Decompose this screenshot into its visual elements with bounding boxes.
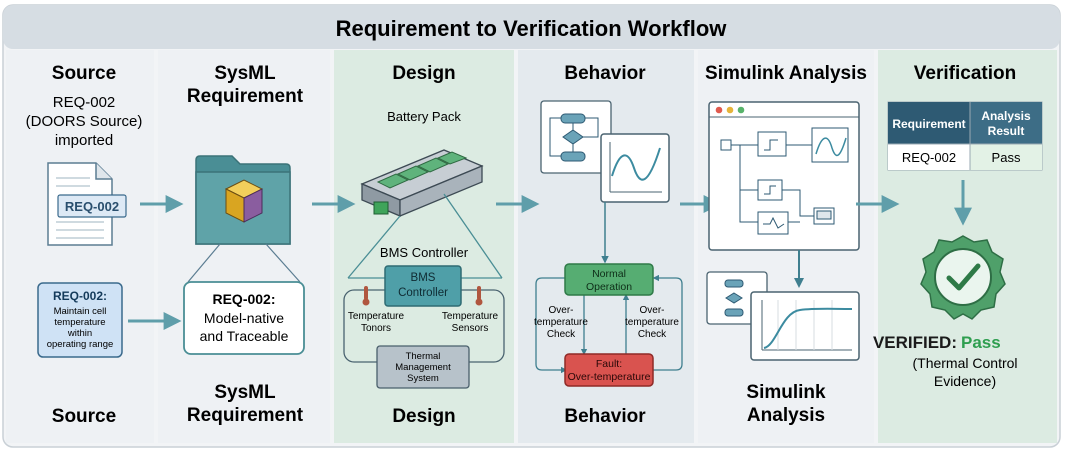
sysml-heading-1: SysML (214, 63, 276, 84)
sysml-funnel-right (265, 243, 301, 283)
sysml-heading-2: Requirement (187, 86, 304, 107)
behavior-heading: Behavior (564, 63, 646, 84)
check-left-line-2: temperature (534, 317, 588, 328)
design-tri-left (347, 215, 401, 279)
verified-badge-icon (920, 235, 1006, 320)
sysml-box-title: REQ-002: (212, 291, 275, 307)
source-footer: Source (52, 406, 116, 427)
check-left-line-3: Check (547, 329, 576, 340)
source-req-line-4: operating range (47, 339, 114, 350)
simulink-footer-2: Analysis (747, 405, 825, 426)
table-cell-requirement: REQ-002 (902, 150, 956, 165)
thermal-line-2: Management (395, 362, 451, 373)
doors-line-1: REQ-002 (53, 94, 116, 111)
doc-tag-label: REQ-002 (65, 199, 119, 214)
behavior-plot-card (600, 133, 670, 203)
bms-controller-box (384, 265, 462, 307)
doc-tag (57, 194, 127, 218)
design-tri-right (443, 193, 503, 279)
thermometer-icon-right (475, 286, 483, 306)
temp-right-line-2: Sensors (452, 323, 489, 334)
diagram-title: Requirement to Verification Workflow (336, 16, 728, 41)
col-sysml-bg (158, 50, 330, 443)
normal-line-1: Normal (592, 268, 626, 280)
verification-table (887, 101, 1043, 171)
table-header-result: Result (988, 124, 1025, 138)
col-source-bg (6, 50, 154, 443)
thermometer-icon-left (362, 286, 370, 306)
fault-line-2: Over-temperature (568, 371, 651, 383)
simulink-results-window (706, 271, 860, 361)
bms-box-line-2: Controller (398, 287, 448, 299)
verification-heading: Verification (914, 63, 1016, 84)
sysml-box-line-2: and Traceable (200, 328, 289, 344)
normal-line-2: Operation (586, 281, 632, 293)
battery-pack-icon (360, 149, 484, 217)
check-right-line-2: temperature (625, 317, 679, 328)
verified-value: Pass (961, 333, 1001, 352)
battery-label: Battery Pack (387, 109, 461, 124)
folder-icon (195, 155, 291, 245)
source-heading: Source (52, 63, 116, 84)
normal-operation-box (564, 263, 654, 296)
simulink-footer-1: Simulink (746, 382, 826, 403)
source-req-line-1: Maintain cell (54, 306, 107, 317)
check-right-line-1: Over- (640, 305, 665, 316)
simulink-model-window (708, 101, 860, 251)
verified-label: VERIFIED: (873, 333, 957, 352)
sysml-footer-2: Requirement (187, 405, 304, 426)
source-req-box (37, 282, 123, 358)
verified-sub-line-2: Evidence) (934, 373, 996, 389)
table-header-analysis: Analysis (981, 109, 1031, 123)
source-req-title: REQ-002: (53, 289, 107, 303)
doors-line-2: (DOORS Source) (26, 113, 143, 130)
temp-right-line-1: Temperature (442, 311, 499, 322)
thermal-line-1: Thermal (406, 351, 441, 362)
doors-line-3: imported (55, 132, 113, 149)
table-cell-result: Pass (992, 150, 1021, 165)
design-footer: Design (392, 406, 455, 427)
table-header-requirement: Requirement (892, 117, 965, 131)
thermal-system-box (376, 345, 470, 389)
bms-label: BMS Controller (380, 245, 469, 260)
fault-box (564, 353, 654, 387)
source-req-line-2: temperature (54, 317, 105, 328)
loop-right (652, 274, 683, 371)
sysml-box-line-1: Model-native (204, 310, 284, 326)
fault-line-1: Fault: (596, 358, 622, 370)
loop-left (535, 277, 568, 374)
state-machine-card (540, 100, 612, 174)
verified-sub-line-1: (Thermal Control (912, 355, 1017, 371)
bms-box-line-1: BMS (411, 272, 436, 284)
temp-left-line-1: Temperature (348, 311, 405, 322)
header-band (3, 5, 1060, 49)
source-req-line-3: within (67, 328, 92, 339)
thermal-line-3: System (407, 373, 439, 384)
simulink-heading: Simulink Analysis (705, 63, 867, 84)
sysml-req-box (183, 281, 305, 355)
temp-left-line-2: Tonors (361, 323, 391, 334)
check-left-line-1: Over- (549, 305, 574, 316)
check-right-line-3: Check (638, 329, 667, 340)
behavior-footer: Behavior (564, 406, 646, 427)
design-heading: Design (392, 63, 455, 84)
sysml-footer-1: SysML (214, 382, 276, 403)
sysml-funnel-left (187, 243, 221, 283)
